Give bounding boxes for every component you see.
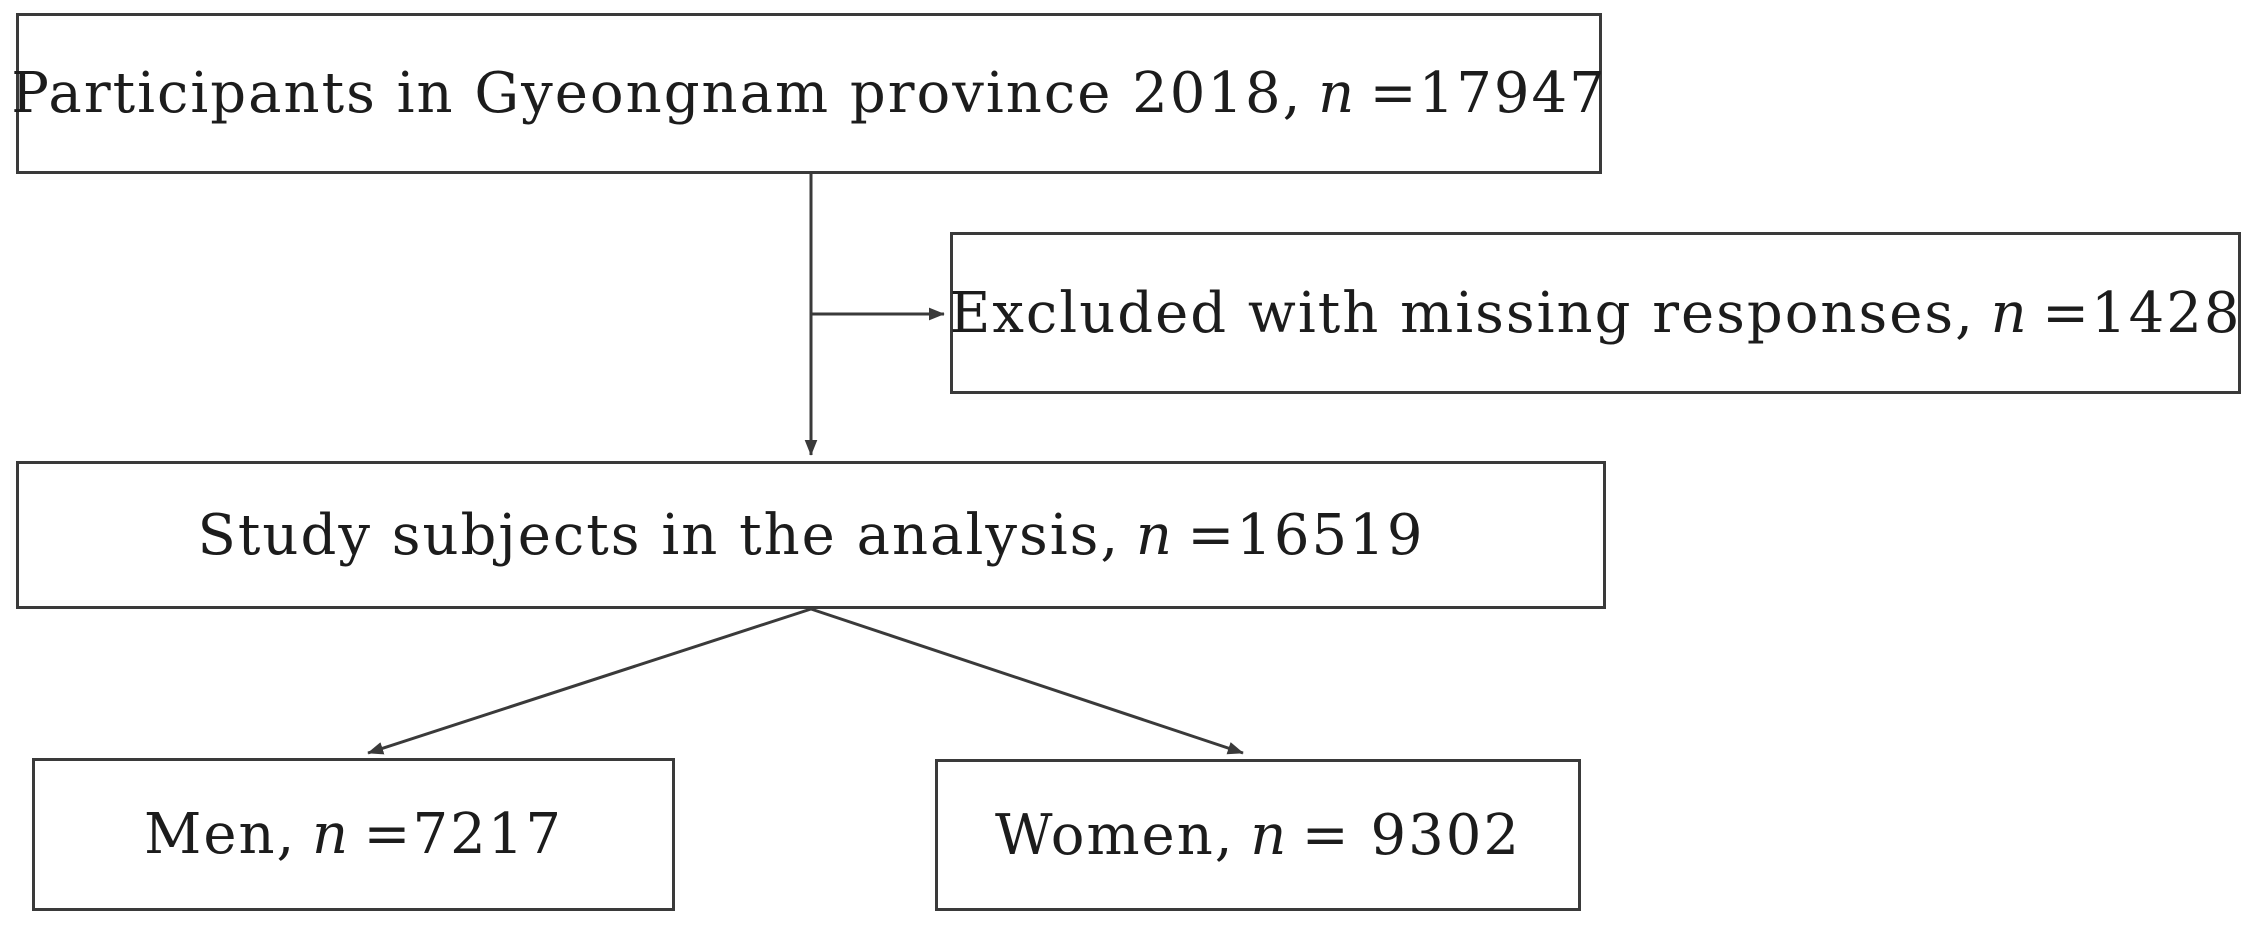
- node-women-count: = 9302: [1301, 802, 1522, 868]
- n-symbol: n: [1318, 61, 1357, 126]
- node-participants: Participants in Gyeongnam province 2018,…: [11, 13, 1605, 174]
- node-subjects: Study subjects in the analysis, n =16519: [16, 461, 1606, 609]
- n-symbol: n: [1135, 502, 1174, 568]
- arrow-subjects-to-men: [367, 607, 812, 755]
- node-participants-count: =17947: [1369, 61, 1607, 126]
- node-men-count: =7217: [363, 802, 563, 867]
- node-excluded-count: =1428: [2042, 280, 2242, 346]
- node-men-label: Men,: [144, 802, 297, 867]
- node-excluded-label: Excluded with missing responses,: [949, 280, 1975, 346]
- n-symbol: n: [1990, 280, 2029, 346]
- node-subjects-count: =16519: [1187, 502, 1425, 568]
- node-women-label: Women,: [994, 802, 1235, 868]
- node-men: Men, n =7217: [32, 758, 675, 911]
- node-excluded: Excluded with missing responses, n =1428: [949, 232, 2242, 394]
- node-participants-label: Participants in Gyeongnam province 2018,: [11, 61, 1303, 126]
- arrow-subjects-to-women: [810, 607, 1244, 755]
- node-subjects-label: Study subjects in the analysis,: [197, 502, 1121, 568]
- n-symbol: n: [1250, 802, 1289, 868]
- node-women: Women, n = 9302: [935, 759, 1581, 911]
- n-symbol: n: [312, 802, 351, 867]
